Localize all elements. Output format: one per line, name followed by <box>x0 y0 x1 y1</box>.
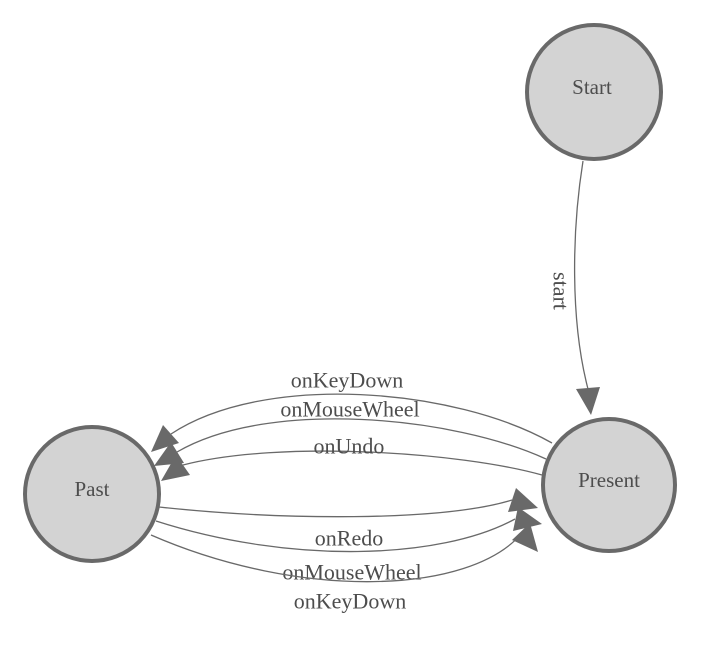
node-start-label: Start <box>572 75 612 99</box>
node-start-circle <box>525 23 663 161</box>
node-past-circle <box>23 425 161 563</box>
node-past: Past <box>23 425 161 563</box>
arrowhead-icon <box>512 523 538 552</box>
edge-label-onkeydown-top: onKeyDown <box>291 368 403 393</box>
edge-present-to-past-onkeydown: onKeyDown <box>151 368 553 452</box>
edge-present-to-past-onundo: onUndo <box>161 434 543 481</box>
edge-line <box>150 532 523 583</box>
node-present-circle <box>541 417 677 553</box>
arrowhead-icon <box>151 425 179 452</box>
edge-label-onundo: onUndo <box>314 434 385 459</box>
edge-line <box>170 393 553 444</box>
edge-line <box>176 418 547 460</box>
arrowhead-icon <box>513 507 542 531</box>
edge-line <box>182 450 543 476</box>
edge-past-to-present-onmousewheel: onMouseWheel <box>155 507 542 585</box>
edge-past-to-present-onredo: onRedo <box>158 488 538 551</box>
arrowhead-icon <box>161 455 190 481</box>
edge-line <box>158 499 513 518</box>
edge-label-start: start <box>549 272 574 310</box>
edge-label-onkeydown-bottom: onKeyDown <box>294 589 406 614</box>
edge-line <box>155 518 516 553</box>
node-start: Start <box>525 23 663 161</box>
edge-label-onmousewheel-top: onMouseWheel <box>280 397 419 422</box>
arrowhead-icon <box>508 488 538 512</box>
node-present: Present <box>541 417 677 553</box>
edge-line <box>573 160 589 390</box>
edge-past-to-present-onkeydown: onKeyDown <box>150 523 538 614</box>
edge-start-to-present: start <box>549 160 600 415</box>
arrowhead-icon <box>576 387 600 415</box>
edge-present-to-past-onmousewheel: onMouseWheel <box>154 397 547 466</box>
node-past-label: Past <box>74 477 109 501</box>
node-present-label: Present <box>578 468 640 492</box>
edge-label-onredo: onRedo <box>315 526 383 551</box>
